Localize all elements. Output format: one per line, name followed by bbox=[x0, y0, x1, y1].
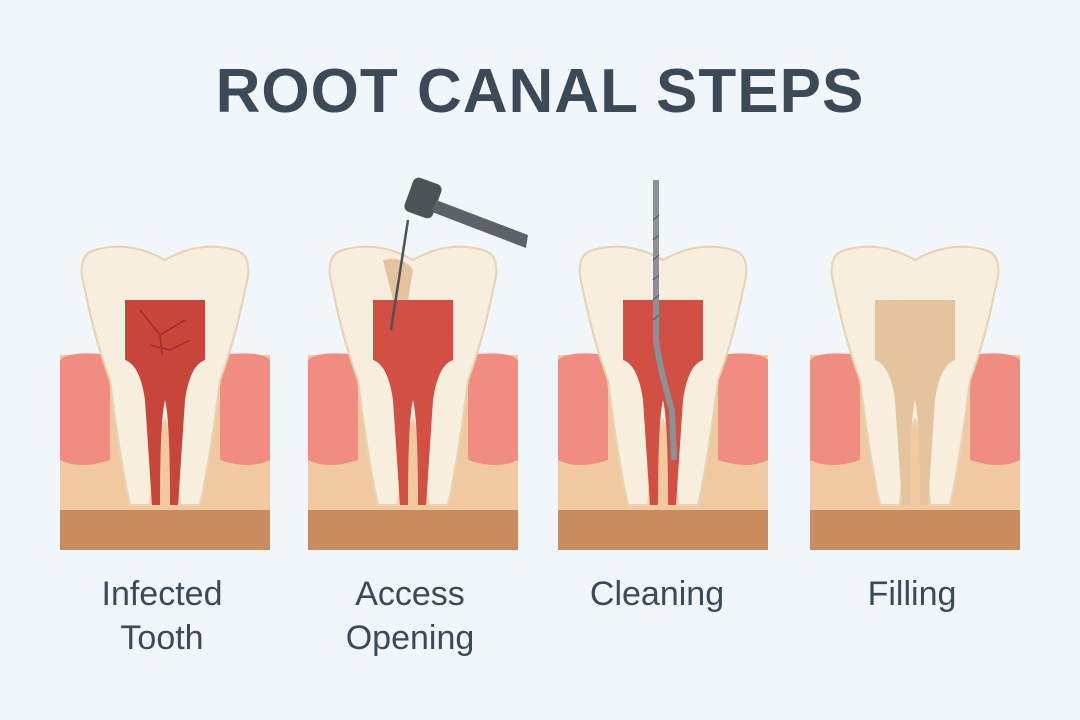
root-canal-filling bbox=[875, 300, 955, 505]
step-panel-infected-tooth bbox=[50, 160, 290, 560]
tooth-diagram-cleaning bbox=[558, 180, 768, 550]
pulp bbox=[373, 300, 453, 505]
drill-handle bbox=[432, 200, 528, 248]
gum-right bbox=[970, 353, 1020, 465]
step-label-cleaning: Cleaning bbox=[589, 575, 725, 613]
bone-base bbox=[308, 510, 518, 550]
step-panel-access-opening bbox=[298, 160, 538, 560]
pulp bbox=[623, 300, 703, 505]
gum-right bbox=[220, 353, 270, 465]
page-title: ROOT CANAL STEPS bbox=[215, 57, 865, 126]
bone-base bbox=[60, 510, 270, 550]
step-label-infected-tooth: Infected Tooth bbox=[101, 575, 223, 657]
gum-right bbox=[718, 353, 768, 465]
bone-base bbox=[558, 510, 768, 550]
drill-head bbox=[404, 177, 442, 219]
step-label-access-opening: Access Opening bbox=[345, 575, 475, 657]
step-panel-filling bbox=[800, 160, 1040, 560]
file-spiral bbox=[652, 214, 660, 321]
bur bbox=[389, 219, 410, 331]
tooth-diagram-infected bbox=[60, 245, 270, 550]
gum-left bbox=[810, 353, 860, 465]
gum-left bbox=[308, 353, 358, 465]
bone-base bbox=[810, 510, 1020, 550]
step-label-filling: Filling bbox=[867, 575, 957, 613]
gum-left bbox=[60, 353, 110, 465]
infected-pulp bbox=[125, 300, 205, 505]
endodontic-file bbox=[653, 180, 677, 461]
step-panel-cleaning bbox=[548, 160, 788, 560]
tooth-diagram-access bbox=[308, 177, 528, 550]
infection-veins bbox=[139, 309, 191, 356]
gum-left bbox=[558, 353, 608, 465]
gum-right bbox=[468, 353, 518, 465]
tooth-diagram-filling bbox=[810, 245, 1020, 550]
